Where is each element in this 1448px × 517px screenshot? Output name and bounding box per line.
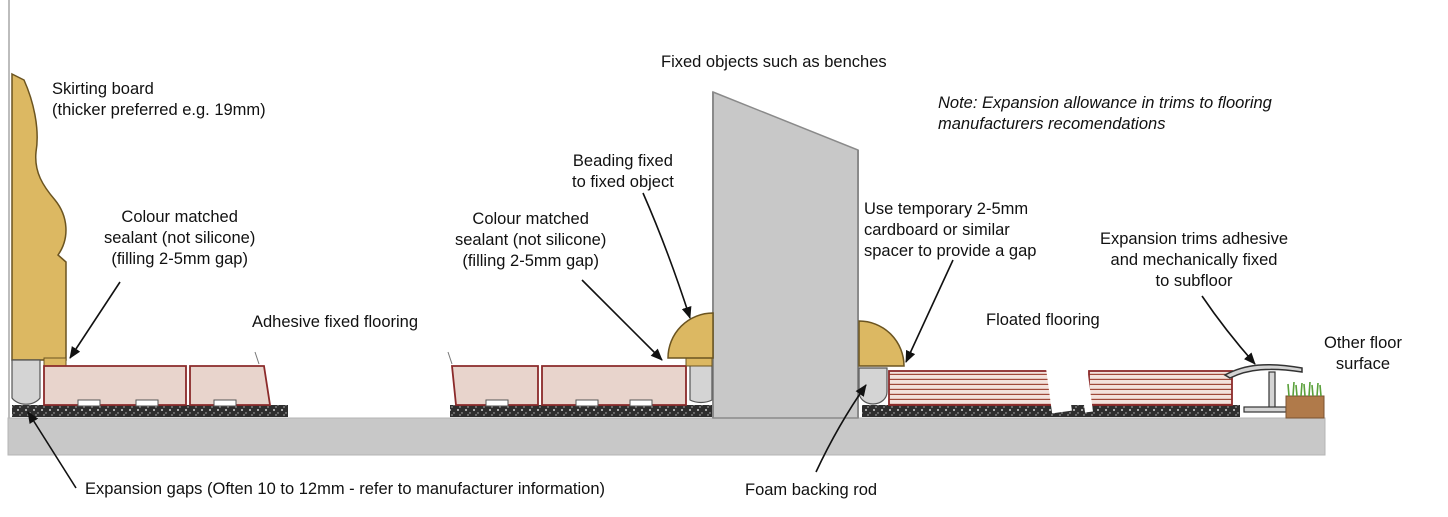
fixed-object xyxy=(712,90,859,419)
label-foam-rod: Foam backing rod xyxy=(745,481,878,499)
label-sealant-center: Colour matched sealant (not silicone) (f… xyxy=(455,210,607,270)
board-center-2 xyxy=(541,365,687,406)
arrow-foam-rod xyxy=(815,384,867,473)
label-note: Note: Expansion allowance in trims to fl… xyxy=(938,94,1272,133)
label-expansion-gaps: Expansion gaps (Often 10 to 12mm - refer… xyxy=(85,480,605,498)
label-fixed-objects: Fixed objects such as benches xyxy=(661,53,887,71)
beading-right xyxy=(858,320,905,367)
label-skirting-board: Skirting board (thicker preferred e.g. 1… xyxy=(52,80,266,119)
label-floated-flooring: Floated flooring xyxy=(986,311,1100,329)
underlay-right xyxy=(862,405,1240,417)
sealant-center xyxy=(685,357,713,367)
foam-rod-right xyxy=(858,367,888,405)
label-sealant-left: Colour matched sealant (not silicone) (f… xyxy=(104,208,256,268)
other-floor-grass xyxy=(1287,381,1322,397)
underlay-left xyxy=(12,405,288,417)
arrow-expansion-trim xyxy=(1201,295,1256,365)
foam-rod-center xyxy=(689,359,713,404)
arrow-sealant-center xyxy=(581,279,663,361)
beading-left xyxy=(667,312,714,359)
arrow-expansion-gaps xyxy=(27,411,77,489)
label-beading: Beading fixed to fixed object xyxy=(572,152,674,191)
label-spacer: Use temporary 2-5mm cardboard or similar… xyxy=(864,200,1037,260)
board-center-1 xyxy=(451,365,539,406)
foam-rod-left xyxy=(11,359,41,405)
label-adhesive-flooring: Adhesive fixed flooring xyxy=(252,313,419,331)
other-floor-soil xyxy=(1285,395,1325,419)
arrow-sealant-left xyxy=(69,281,121,359)
underlay-center xyxy=(450,405,712,417)
label-expansion-trims: Expansion trims adhesive and mechanicall… xyxy=(1100,230,1289,290)
board-left-2 xyxy=(189,365,272,406)
arrow-spacer xyxy=(905,259,954,363)
floated-board-2 xyxy=(1088,370,1233,406)
floated-board-1 xyxy=(888,370,1058,406)
label-other-floor: Other floor surface xyxy=(1324,334,1402,373)
arrow-beading xyxy=(642,192,692,319)
expansion-trim xyxy=(1223,363,1303,379)
board-left-1 xyxy=(43,365,187,406)
skirting-board xyxy=(11,72,67,361)
